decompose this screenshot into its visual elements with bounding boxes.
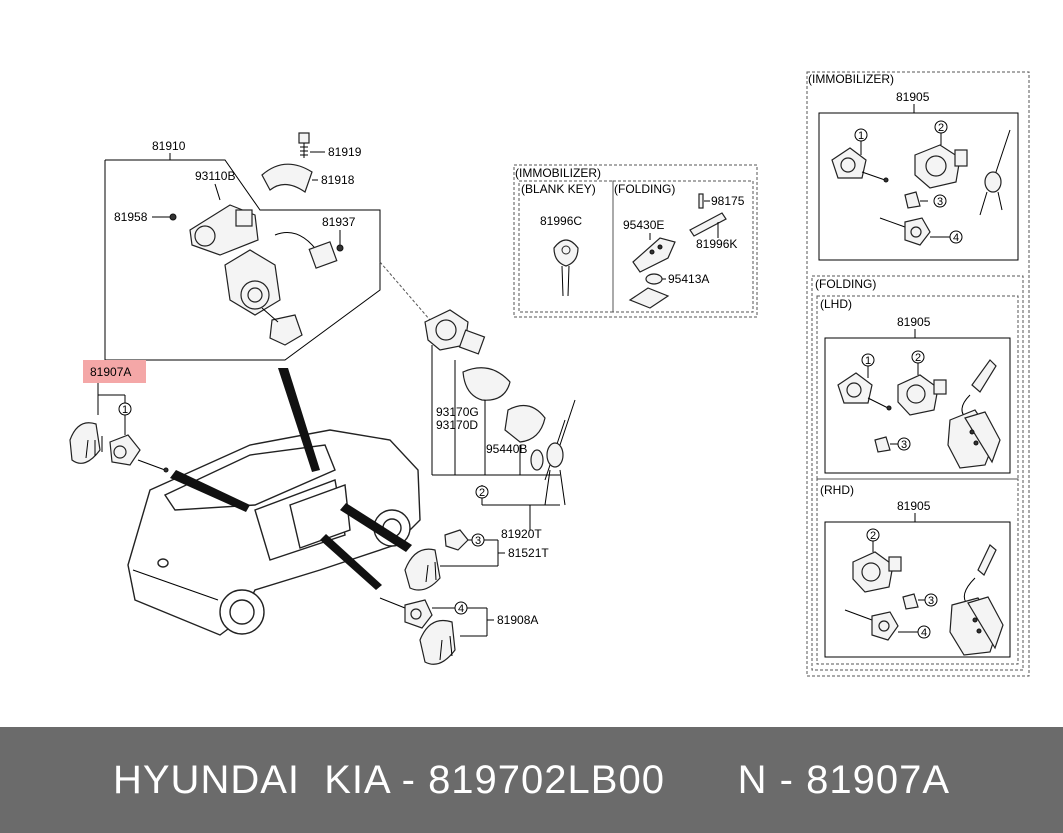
label-95430e: 95430E bbox=[623, 218, 664, 232]
label-81910: 81910 bbox=[152, 139, 186, 153]
header-blank-key: (BLANK KEY) bbox=[521, 182, 596, 196]
bolt-81919 bbox=[298, 132, 310, 158]
cylinder-81907a bbox=[109, 434, 169, 473]
svg-text:2: 2 bbox=[870, 530, 876, 542]
leader-arrows bbox=[170, 368, 412, 590]
callout-1-lhd: 1 bbox=[861, 353, 875, 367]
callout-2-rhd: 2 bbox=[866, 528, 880, 542]
label-81905-rhd: 81905 bbox=[897, 499, 931, 513]
label-81920t: 81920T bbox=[501, 527, 542, 541]
callout-2-lhd: 2 bbox=[911, 350, 925, 364]
callout-4-rhd: 4 bbox=[917, 625, 931, 639]
label-81908a: 81908A bbox=[497, 613, 538, 627]
header-rhd: (RHD) bbox=[820, 483, 854, 497]
svg-text:2: 2 bbox=[479, 487, 485, 499]
door-lock-81908a: 4 81908A bbox=[379, 597, 538, 665]
key-case-part bbox=[628, 287, 670, 309]
callout-3-imm: 3 bbox=[933, 194, 947, 208]
folding-key-rhd bbox=[949, 544, 1004, 656]
folding-key-fob-95430e bbox=[632, 237, 676, 273]
label-81905-lhd: 81905 bbox=[897, 315, 931, 329]
label-98175: 98175 bbox=[711, 194, 745, 208]
label-93170g: 93170G bbox=[436, 405, 479, 419]
label-81521t: 81521T bbox=[508, 546, 549, 560]
header-folding-mid: (FOLDING) bbox=[614, 182, 675, 196]
key-set-81907a bbox=[69, 422, 103, 464]
label-81996c: 81996C bbox=[540, 214, 582, 228]
immobilizer-box-middle: (IMMOBILIZER) (BLANK KEY) (FOLDING) 8199… bbox=[513, 164, 758, 318]
svg-text:1: 1 bbox=[122, 404, 128, 416]
rhd-set-parts: 2 3 4 bbox=[844, 528, 1004, 656]
label-93170d: 93170D bbox=[436, 418, 478, 432]
highlight-81907a bbox=[83, 360, 146, 383]
label-95440b: 95440B bbox=[486, 442, 527, 456]
svg-text:2: 2 bbox=[915, 352, 921, 364]
ignition-cylinder-group: 93170G 93170D 95440B 2 81920T bbox=[424, 309, 576, 541]
ignition-switch-body bbox=[189, 204, 259, 256]
header-immobilizer-right: (IMMOBILIZER) bbox=[808, 72, 894, 86]
callout-2-81920t: 2 bbox=[475, 485, 489, 499]
folding-key-lhd bbox=[947, 359, 1001, 469]
parts-diagram: 81910 81919 81918 93110B 81958 81937 bbox=[69, 71, 1030, 677]
blank-key-81996c bbox=[553, 239, 579, 297]
shield-81918 bbox=[261, 163, 313, 193]
svg-text:2: 2 bbox=[938, 122, 944, 134]
label-95413a: 95413A bbox=[668, 272, 709, 286]
svg-text:4: 4 bbox=[921, 627, 927, 639]
label-81937: 81937 bbox=[322, 215, 356, 229]
label-81958: 81958 bbox=[114, 210, 148, 224]
callout-3-81521t: 3 bbox=[471, 533, 485, 547]
svg-text:3: 3 bbox=[475, 535, 481, 547]
svg-text:3: 3 bbox=[928, 595, 934, 607]
lock-body bbox=[224, 249, 303, 346]
lhd-set-parts: 1 2 3 bbox=[837, 350, 1001, 469]
label-81919: 81919 bbox=[328, 145, 362, 159]
callout-2-imm: 2 bbox=[934, 120, 948, 134]
svg-text:3: 3 bbox=[901, 439, 907, 451]
footer-n-part-number: N - 81907A bbox=[737, 757, 950, 802]
label-81907a: 81907A bbox=[90, 365, 131, 379]
svg-text:4: 4 bbox=[953, 232, 959, 244]
cover-95440b bbox=[504, 404, 546, 443]
pin-98175 bbox=[698, 193, 704, 209]
callout-1-imm: 1 bbox=[854, 128, 868, 142]
callout-4-81908a: 4 bbox=[454, 601, 468, 615]
svg-text:4: 4 bbox=[458, 603, 464, 615]
svg-text:1: 1 bbox=[865, 355, 871, 367]
header-lhd: (LHD) bbox=[820, 297, 852, 311]
label-81918: 81918 bbox=[321, 173, 355, 187]
label-93110b: 93110B bbox=[195, 169, 235, 183]
callout-1-81907a: 1 bbox=[118, 402, 132, 416]
header-immobilizer-mid: (IMMOBILIZER) bbox=[515, 166, 601, 180]
car-illustration bbox=[127, 429, 421, 636]
callout-4-imm: 4 bbox=[949, 230, 963, 244]
ring-93170 bbox=[462, 367, 511, 401]
steering-lock-assembly: 81910 81919 81918 93110B 81958 81937 bbox=[104, 132, 381, 361]
footer-kia-part-number: KIA - 819702LB00 bbox=[324, 757, 665, 802]
footer-brand: HYUNDAI bbox=[112, 757, 301, 802]
immobilizer-set-parts: 1 2 3 bbox=[831, 120, 1011, 246]
part-81907a-group: 81907A 1 bbox=[69, 360, 169, 473]
right-panel: (IMMOBILIZER) 81905 1 2 bbox=[806, 71, 1030, 677]
header-folding-right: (FOLDING) bbox=[815, 277, 876, 291]
key-set-81920t bbox=[530, 399, 576, 506]
label-81905-immobilizer: 81905 bbox=[896, 90, 930, 104]
callout-3-rhd: 3 bbox=[924, 593, 938, 607]
svg-text:3: 3 bbox=[937, 196, 943, 208]
tailgate-lock-81521t: 3 81521T bbox=[404, 529, 549, 591]
label-81996k: 81996K bbox=[696, 237, 737, 251]
svg-text:1: 1 bbox=[858, 130, 864, 142]
battery-95413a bbox=[645, 273, 663, 285]
part-number-footer: HYUNDAI KIA - 819702LB00 N - 81907A bbox=[0, 727, 1063, 833]
blade-81996k bbox=[689, 212, 727, 237]
callout-3-lhd: 3 bbox=[897, 437, 911, 451]
